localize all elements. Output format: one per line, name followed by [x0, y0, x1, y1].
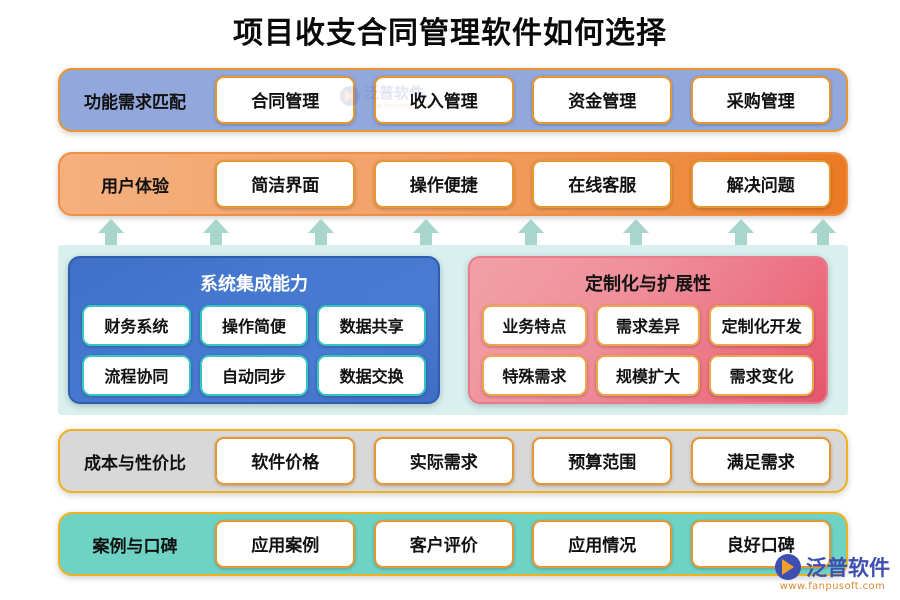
panel-custom-row-1: 业务特点 需求差异 定制化开发: [482, 305, 815, 346]
up-arrow-icon: [98, 219, 124, 245]
panel-integration-row-2: 流程协同 自动同步 数据交换: [82, 355, 427, 396]
up-arrow-icon: [308, 219, 334, 245]
up-arrow-icon: [810, 219, 836, 245]
chip-simple-operation[interactable]: 操作简便: [199, 305, 309, 346]
row-cost-items: 软件价格 实际需求 预算范围 满足需求: [210, 437, 846, 485]
chip-clean-interface[interactable]: 简洁界面: [215, 160, 356, 208]
chip-process-collaboration[interactable]: 流程协同: [82, 355, 191, 396]
panel-custom-title: 定制化与扩展性: [585, 274, 711, 295]
panel-custom-row-2: 特殊需求 规模扩大 需求变化: [482, 355, 815, 396]
up-arrow-icon: [623, 219, 649, 245]
chip-fund-management[interactable]: 资金管理: [532, 76, 673, 124]
row-cost-performance: 成本与性价比 软件价格 实际需求 预算范围 满足需求: [58, 429, 848, 493]
row-user-experience: 用户体验 简洁界面 操作便捷 在线客服 解决问题: [58, 152, 848, 216]
chip-income-management[interactable]: 收入管理: [373, 76, 514, 124]
middle-panels-container: 系统集成能力 财务系统 操作简便 数据共享 流程协同 自动同步 数据交换 定制化…: [58, 245, 848, 415]
chip-special-requirement[interactable]: 特殊需求: [482, 355, 587, 396]
panel-custom-items: 业务特点 需求差异 定制化开发 特殊需求 规模扩大 需求变化: [482, 305, 815, 396]
up-arrow-icon: [203, 219, 229, 245]
chip-requirement-change[interactable]: 需求变化: [709, 355, 815, 396]
row-cases-reputation: 案例与口碑 应用案例 客户评价 应用情况 良好口碑: [58, 512, 848, 576]
chip-scale-expansion[interactable]: 规模扩大: [595, 355, 701, 396]
chip-good-reputation[interactable]: 良好口碑: [690, 520, 831, 568]
chip-application-case[interactable]: 应用案例: [215, 520, 356, 568]
up-arrow-icon: [413, 219, 439, 245]
panel-customization-scalability: 定制化与扩展性 业务特点 需求差异 定制化开发 特殊需求 规模扩大 需求变化: [468, 256, 828, 404]
panel-integration-items: 财务系统 操作简便 数据共享 流程协同 自动同步 数据交换: [82, 305, 427, 396]
chip-easy-operation[interactable]: 操作便捷: [373, 160, 514, 208]
chip-data-exchange[interactable]: 数据交换: [317, 355, 427, 396]
panel-system-integration: 系统集成能力 财务系统 操作简便 数据共享 流程协同 自动同步 数据交换: [68, 256, 440, 404]
chip-finance-system[interactable]: 财务系统: [82, 305, 191, 346]
chip-meet-requirement[interactable]: 满足需求: [690, 437, 831, 485]
row-function-items: 合同管理 收入管理 资金管理 采购管理: [210, 76, 846, 124]
chip-auto-sync[interactable]: 自动同步: [199, 355, 309, 396]
chip-data-sharing[interactable]: 数据共享: [317, 305, 427, 346]
chip-contract-management[interactable]: 合同管理: [215, 76, 356, 124]
row-function-requirements: 功能需求匹配 合同管理 收入管理 资金管理 采购管理: [58, 68, 848, 132]
panel-integration-row-1: 财务系统 操作简便 数据共享: [82, 305, 427, 346]
up-arrow-icon: [518, 219, 544, 245]
panel-integration-title: 系统集成能力: [200, 274, 308, 295]
chip-actual-requirement[interactable]: 实际需求: [373, 437, 514, 485]
up-arrow-icon: [728, 219, 754, 245]
chip-budget-range[interactable]: 预算范围: [532, 437, 673, 485]
chip-problem-solving[interactable]: 解决问题: [690, 160, 831, 208]
chip-online-service[interactable]: 在线客服: [532, 160, 673, 208]
chip-custom-development[interactable]: 定制化开发: [709, 305, 815, 346]
watermark-url: www.fanpusoft.com: [779, 581, 886, 592]
chip-software-price[interactable]: 软件价格: [215, 437, 356, 485]
chip-purchase-management[interactable]: 采购管理: [690, 76, 831, 124]
row-experience-items: 简洁界面 操作便捷 在线客服 解决问题: [210, 160, 846, 208]
chip-application-status[interactable]: 应用情况: [532, 520, 673, 568]
row-cases-label: 案例与口碑: [92, 536, 178, 557]
row-cases-items: 应用案例 客户评价 应用情况 良好口碑: [210, 520, 846, 568]
row-function-label: 功能需求匹配: [84, 92, 186, 113]
chip-requirement-difference[interactable]: 需求差异: [595, 305, 701, 346]
row-cost-label: 成本与性价比: [84, 453, 186, 474]
page-title: 项目收支合同管理软件如何选择: [233, 16, 667, 51]
chip-customer-review[interactable]: 客户评价: [373, 520, 514, 568]
row-experience-label: 用户体验: [101, 176, 169, 197]
upward-arrows-group: [58, 219, 848, 245]
chip-business-features[interactable]: 业务特点: [482, 305, 587, 346]
